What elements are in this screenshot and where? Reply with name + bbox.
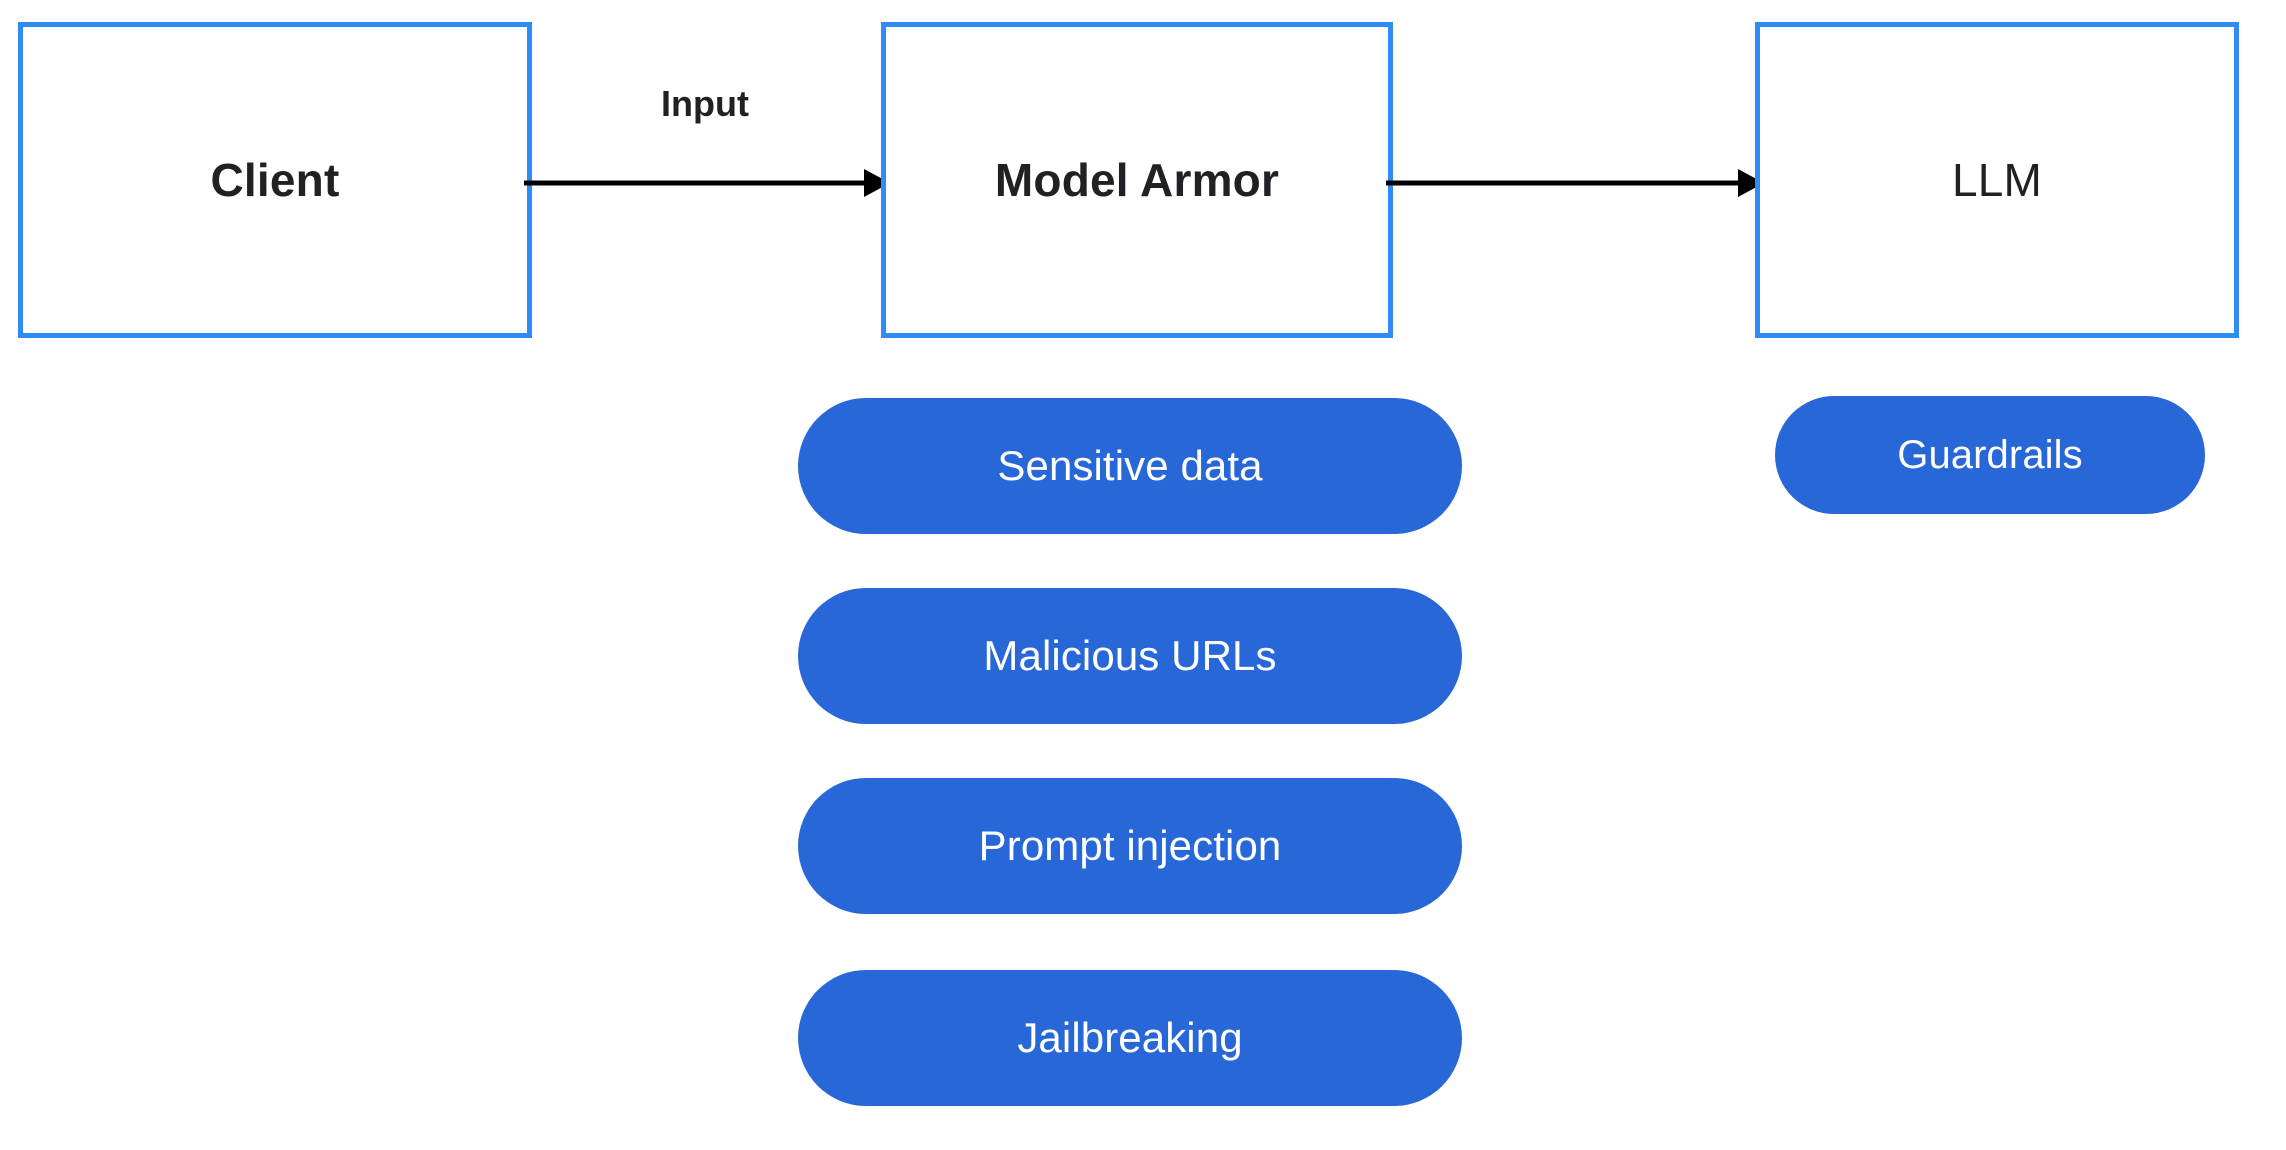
- node-model-armor-label: Model Armor: [994, 154, 1280, 206]
- node-llm-label: LLM: [1951, 154, 2043, 206]
- arrow-right-icon: [524, 169, 890, 197]
- edge-label-input: Input: [661, 83, 749, 124]
- pill-jailbreaking-label: Jailbreaking: [1017, 1014, 1243, 1061]
- edge-client-to-model-armor: [524, 163, 890, 203]
- pill-malicious-urls-label: Malicious URLs: [983, 632, 1277, 679]
- node-model-armor[interactable]: Model Armor: [881, 22, 1393, 338]
- edge-model-armor-to-llm: [1386, 163, 1764, 203]
- pill-guardrails[interactable]: Guardrails: [1775, 396, 2205, 514]
- pill-prompt-injection[interactable]: Prompt injection: [798, 778, 1462, 914]
- pill-malicious-urls[interactable]: Malicious URLs: [798, 588, 1462, 724]
- pill-guardrails-label: Guardrails: [1897, 433, 2083, 477]
- pill-sensitive-data-label: Sensitive data: [997, 442, 1263, 489]
- pill-sensitive-data[interactable]: Sensitive data: [798, 398, 1462, 534]
- node-client[interactable]: Client: [18, 22, 532, 338]
- node-client-label: Client: [210, 154, 340, 206]
- pill-jailbreaking[interactable]: Jailbreaking: [798, 970, 1462, 1106]
- arrow-right-icon: [1386, 169, 1764, 197]
- node-llm[interactable]: LLM: [1755, 22, 2239, 338]
- pill-prompt-injection-label: Prompt injection: [978, 822, 1282, 869]
